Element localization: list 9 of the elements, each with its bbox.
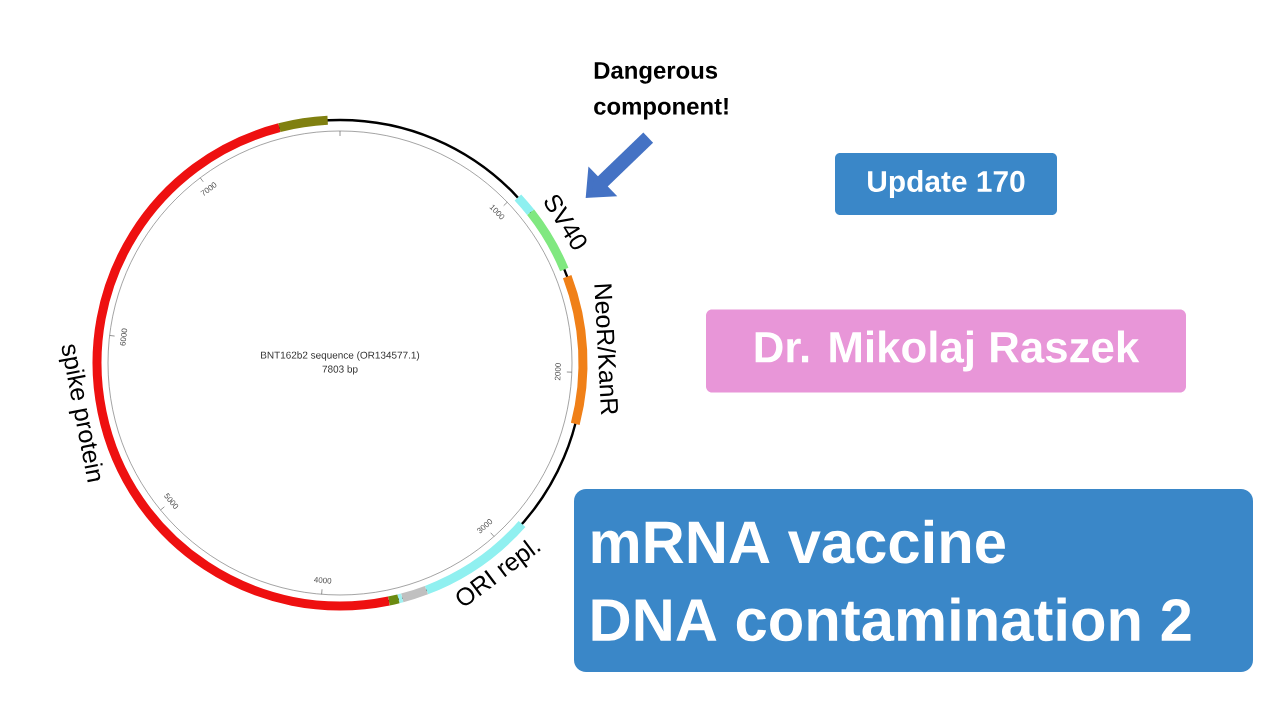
author-banner: Dr. Mikolaj Raszek xyxy=(706,309,1186,393)
feature-label: NeoR/KanR xyxy=(594,284,618,415)
title-banner: mRNA vaccine DNA contamination 2 xyxy=(574,489,1253,672)
warning-text: Dangerous component! xyxy=(594,62,728,120)
map-title: BNT162b2 sequence (OR134577.1) xyxy=(261,351,420,361)
sequence-length: 7803 bp xyxy=(322,365,358,375)
update-badge: Update 170 xyxy=(835,153,1057,215)
arrow xyxy=(585,132,654,198)
feature-label: ORI repl. xyxy=(456,539,541,606)
